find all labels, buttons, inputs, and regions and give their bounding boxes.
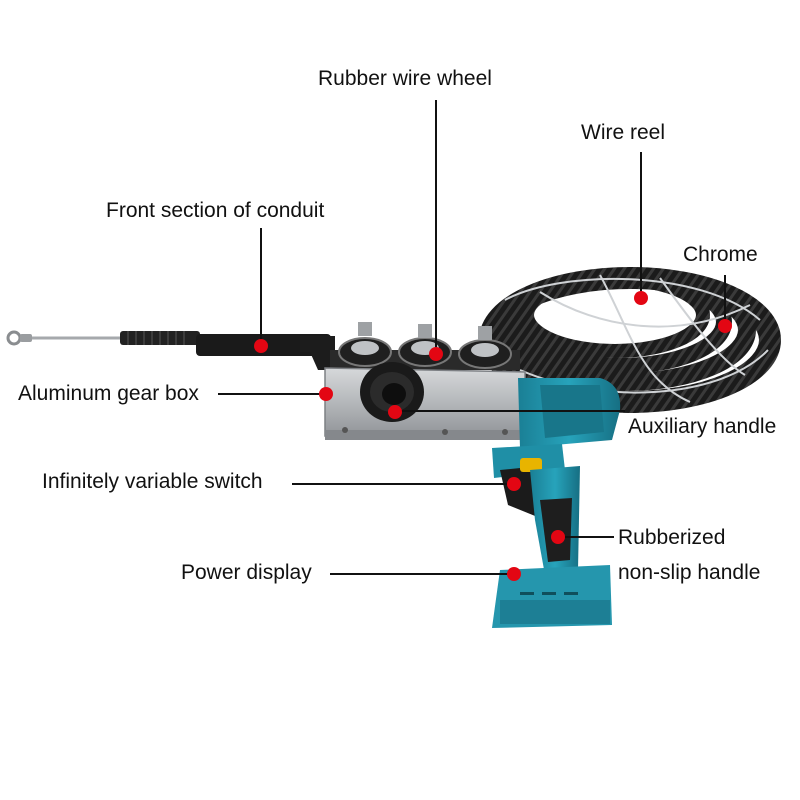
conduit [6, 330, 335, 370]
marker-dot [429, 347, 443, 361]
auxiliary-handle-shape [360, 362, 424, 422]
marker-dot [507, 477, 521, 491]
markers [254, 291, 732, 581]
label-rubberized-line1: Rubberized [618, 526, 726, 549]
label-power-display: Power display [181, 561, 312, 584]
marker-dot [388, 405, 402, 419]
label-rubber-wire-wheel: Rubber wire wheel [318, 67, 492, 90]
marker-dot [254, 339, 268, 353]
marker-dot [718, 319, 732, 333]
drill-body [492, 378, 621, 628]
label-rubberized-line2: non-slip handle [618, 561, 761, 584]
marker-dot [551, 530, 565, 544]
label-aluminum-gear-box: Aluminum gear box [18, 382, 199, 405]
marker-dot [319, 387, 333, 401]
marker-dot [634, 291, 648, 305]
gearbox [324, 367, 526, 440]
marker-dot [507, 567, 521, 581]
label-chrome: Chrome [683, 243, 758, 266]
label-infinitely-variable-switch: Infinitely variable switch [42, 470, 263, 493]
leader-lines [218, 100, 726, 575]
label-auxiliary-handle: Auxiliary handle [628, 415, 777, 438]
rubber-wheels [330, 322, 520, 370]
label-front-section-of-conduit: Front section of conduit [106, 199, 325, 222]
label-wire-reel: Wire reel [581, 121, 666, 144]
